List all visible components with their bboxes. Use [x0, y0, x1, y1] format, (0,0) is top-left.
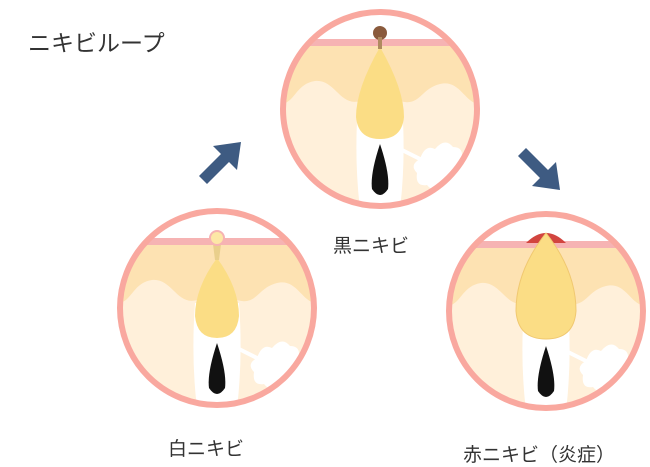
- black-comedone-illustration: [280, 9, 480, 209]
- white-comedone-illustration: [117, 208, 317, 408]
- label-red: 赤ニキビ（炎症）: [463, 444, 616, 466]
- label-black: 黒ニキビ: [333, 235, 410, 257]
- arrow-down-right-icon: [518, 148, 560, 190]
- label-white: 白ニキビ: [168, 438, 245, 460]
- arrow-up-right-icon: [199, 142, 241, 184]
- diagram-title: ニキビループ: [28, 31, 165, 57]
- red-inflamed-acne-illustration: [446, 211, 646, 411]
